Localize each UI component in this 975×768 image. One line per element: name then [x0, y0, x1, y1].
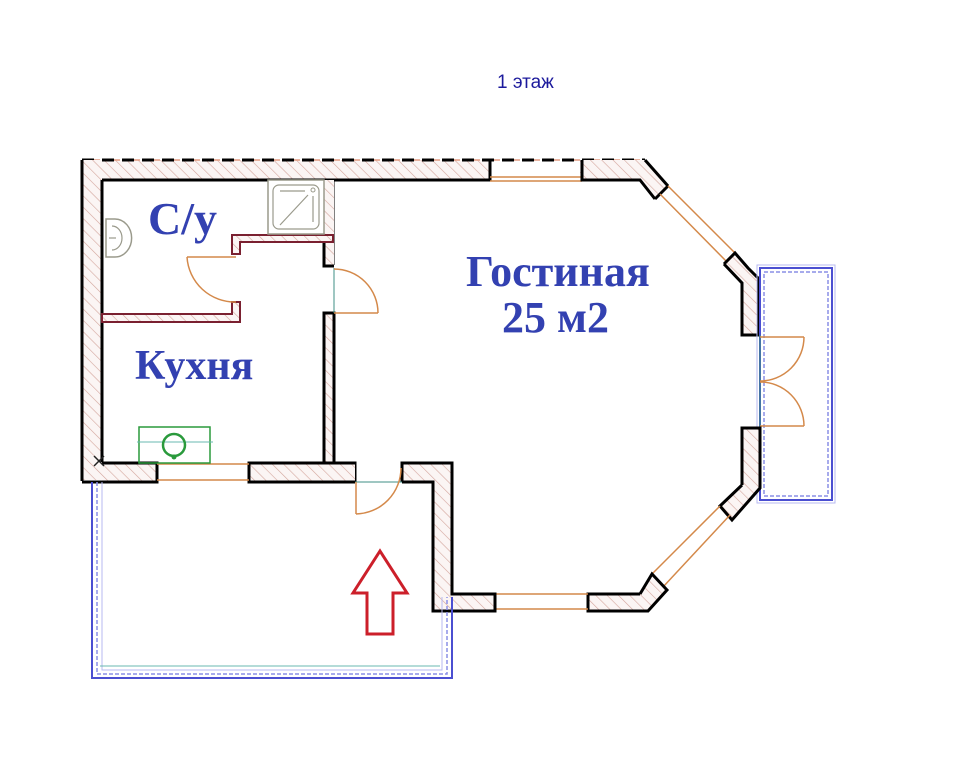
floor-title: 1 этаж — [497, 72, 554, 93]
window-top — [490, 176, 582, 182]
door-living — [333, 268, 379, 314]
stove-icon — [137, 426, 213, 464]
window-bottom — [495, 593, 588, 610]
partition-wc — [101, 234, 334, 323]
room-area-living: 25 м2 — [502, 293, 609, 342]
room-label-living: Гостиная — [466, 247, 650, 296]
room-label-kitchen: Кухня — [135, 343, 254, 389]
room-label-wc: С/у — [148, 193, 217, 244]
outer-wall-left — [80, 160, 104, 481]
wall-kitchen-living — [322, 180, 357, 482]
balcony-right — [756, 264, 836, 504]
corner-marker — [93, 455, 105, 467]
entry-wall-right — [400, 461, 497, 613]
balcony-bottom — [91, 482, 453, 679]
balcony-door — [759, 335, 805, 428]
kitchen-wall-bottom — [82, 461, 355, 484]
entrance-arrow-icon — [350, 548, 410, 636]
door-wc — [186, 256, 237, 303]
shower-icon — [267, 179, 325, 235]
sink-icon — [105, 218, 133, 258]
bay-wall-lower — [586, 426, 762, 613]
bay-wall-upper — [580, 159, 760, 337]
entrance-door — [355, 467, 402, 515]
